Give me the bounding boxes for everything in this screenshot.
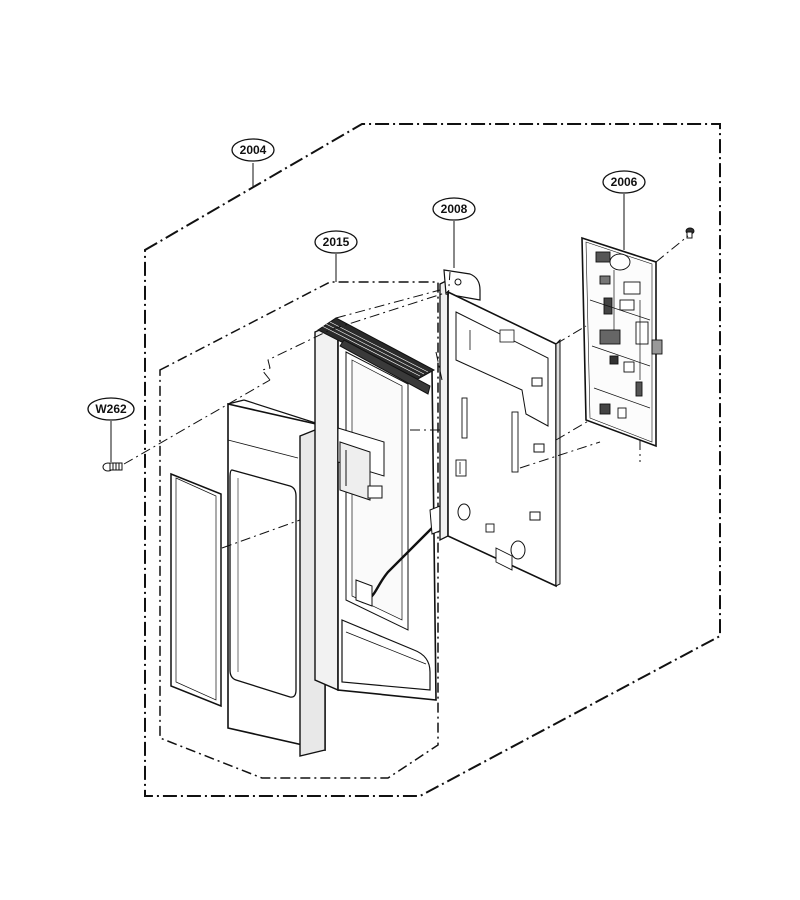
callout-2015-label: 2015	[323, 235, 350, 249]
window-glass-panel	[170, 472, 222, 708]
door-frame	[227, 399, 326, 757]
assembly-2004-boundary	[144, 123, 721, 797]
pcb-mounting-screw	[685, 227, 695, 239]
callout-w262-label: W262	[95, 402, 127, 416]
screw-w262	[102, 462, 123, 472]
door-vent-ribs	[317, 317, 436, 395]
callout-2006-label: 2006	[611, 175, 638, 189]
callout-w262: W262	[87, 397, 135, 462]
alignment-lines	[123, 235, 689, 549]
callout-2004-label: 2004	[240, 143, 267, 157]
callout-2006: 2006	[602, 170, 646, 250]
pcb-assembly	[581, 227, 695, 448]
door-body	[314, 317, 443, 701]
callout-2008: 2008	[432, 197, 476, 268]
callout-2015: 2015	[314, 230, 358, 282]
callout-2008-label: 2008	[441, 202, 468, 216]
control-panel-frame	[439, 269, 561, 588]
door-latch-bracket	[337, 427, 385, 501]
door-group-2015-boundary	[159, 281, 439, 779]
callout-2004: 2004	[231, 138, 275, 188]
